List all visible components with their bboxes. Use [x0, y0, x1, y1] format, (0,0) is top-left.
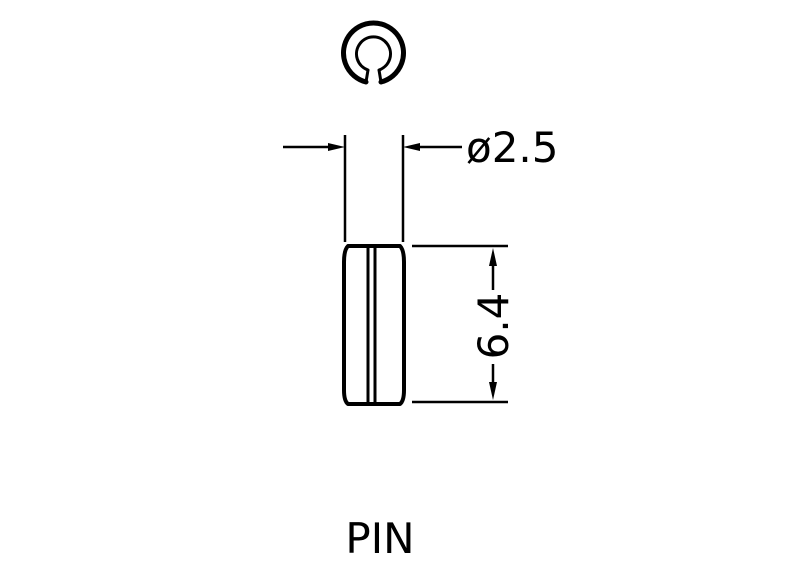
- length-dimension: 6.4: [412, 244, 518, 404]
- length-label: 6.4: [469, 293, 518, 360]
- pin-side-view: [342, 244, 406, 406]
- arrowhead-bottom: [489, 382, 497, 400]
- diameter-label: ø2.5: [466, 123, 559, 172]
- arrowhead-top: [489, 248, 497, 266]
- drawing-title: PIN: [345, 514, 414, 563]
- arrowhead-left: [328, 143, 345, 151]
- arrowhead-right: [403, 143, 420, 151]
- pin-top-view: [341, 20, 406, 85]
- diameter-dimension: ø2.5: [283, 123, 559, 242]
